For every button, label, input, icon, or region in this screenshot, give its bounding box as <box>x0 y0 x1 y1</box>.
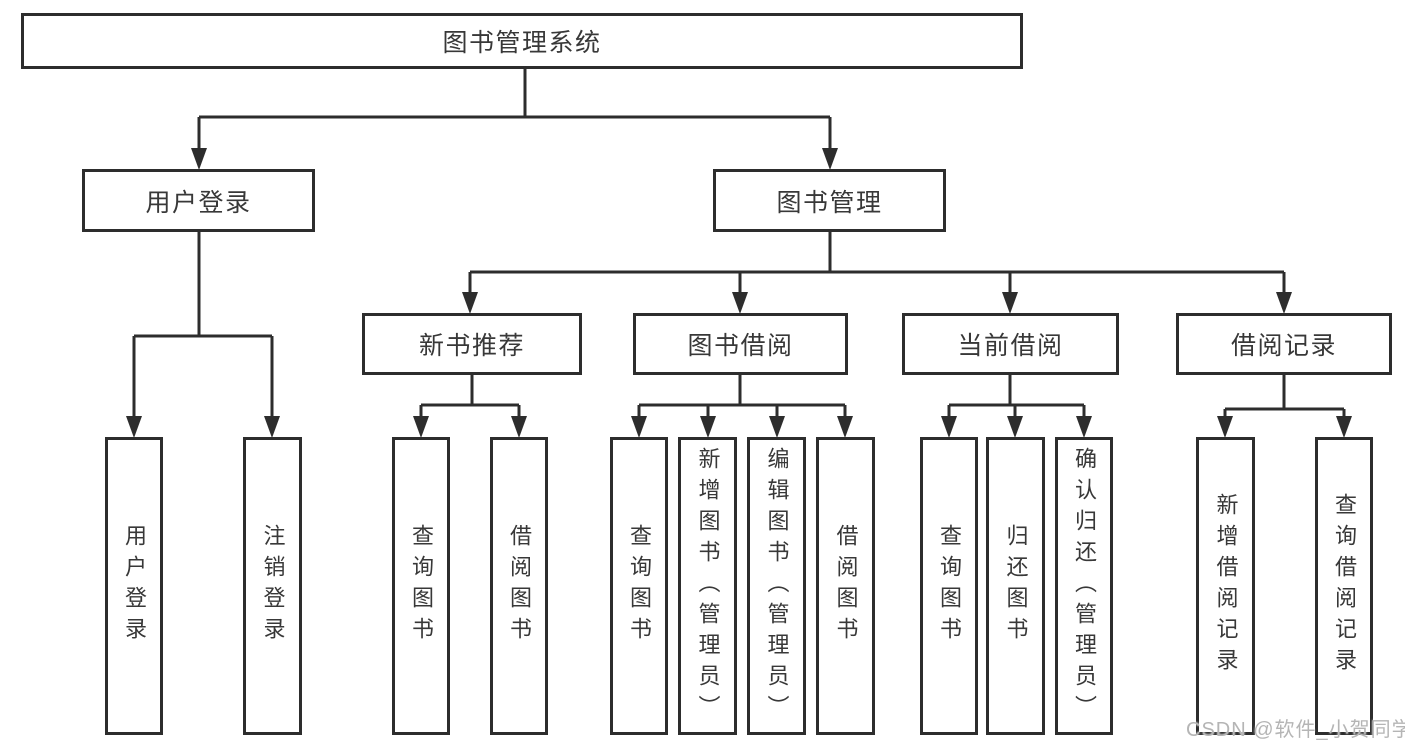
node-label: 查询图书 <box>627 524 652 648</box>
arrowhead <box>126 416 142 438</box>
arrowhead <box>511 416 527 438</box>
leaf-borrowing-borrow-books: 借阅图书 <box>816 437 875 735</box>
node-book-borrowing: 图书借阅 <box>633 313 848 375</box>
node-label: 归还图书 <box>1003 524 1029 648</box>
arrowhead <box>191 148 207 170</box>
arrowhead <box>732 292 748 314</box>
leaf-current-query-books: 查询图书 <box>920 437 978 735</box>
node-label: 用户登录 <box>145 188 252 217</box>
node-library-system: 图书管理系统 <box>21 13 1023 69</box>
arrowhead <box>700 416 716 438</box>
node-label: 确认归还（管理员） <box>1072 446 1097 726</box>
node-label: 查询借阅记录 <box>1332 493 1357 679</box>
leaf-borrowing-query-books: 查询图书 <box>610 437 668 735</box>
node-label: 查询图书 <box>409 524 434 648</box>
arrowhead <box>837 416 853 438</box>
arrowhead <box>1217 416 1233 438</box>
leaf-current-confirm-return-admin: 确认归还（管理员） <box>1055 437 1113 735</box>
leaf-current-return-books: 归还图书 <box>986 437 1045 735</box>
node-label: 查询图书 <box>937 524 962 648</box>
leaf-records-query-record: 查询借阅记录 <box>1315 437 1373 735</box>
arrowhead <box>631 416 647 438</box>
arrowhead <box>264 416 280 438</box>
leaf-recommend-borrow-books: 借阅图书 <box>490 437 548 735</box>
arrowhead <box>769 416 785 438</box>
csdn-watermark: CSDN @软件_小贺同学 <box>1186 719 1405 741</box>
arrowhead <box>413 416 429 438</box>
node-label: 图书借阅 <box>687 332 794 360</box>
node-book-management: 图书管理 <box>713 169 946 232</box>
arrowhead <box>941 416 957 438</box>
leaf-borrowing-edit-books-admin: 编辑图书（管理员） <box>747 437 806 735</box>
leaf-borrowing-add-books-admin: 新增图书（管理员） <box>678 437 737 735</box>
node-label: 新增图书（管理员） <box>695 446 721 726</box>
node-label: 编辑图书（管理员） <box>764 446 790 726</box>
node-label: 当前借阅 <box>957 332 1064 360</box>
arrowhead <box>1007 416 1023 438</box>
arrowhead <box>1076 416 1092 438</box>
arrowhead <box>822 148 838 170</box>
node-label: 借阅记录 <box>1230 332 1337 360</box>
arrowhead <box>1276 292 1292 314</box>
arrowhead <box>1002 292 1018 314</box>
leaf-logout: 注销登录 <box>243 437 302 735</box>
node-label: 用户登录 <box>122 524 147 648</box>
node-borrowing-records: 借阅记录 <box>1176 313 1392 375</box>
arrowheads <box>126 148 1352 438</box>
leaf-records-add-record: 新增借阅记录 <box>1196 437 1255 735</box>
node-current-borrowing: 当前借阅 <box>902 313 1119 375</box>
leaf-user-login: 用户登录 <box>105 437 163 735</box>
arrowhead <box>1336 416 1352 438</box>
node-new-book-recommend: 新书推荐 <box>362 313 582 375</box>
node-label: 新增借阅记录 <box>1213 493 1239 679</box>
node-label: 图书管理系统 <box>442 29 602 57</box>
node-label: 注销登录 <box>260 524 286 648</box>
connector-group-root <box>132 69 1346 418</box>
node-label: 借阅图书 <box>833 524 859 648</box>
node-label: 借阅图书 <box>507 524 532 648</box>
node-label: 图书管理 <box>776 188 883 217</box>
node-label: 新书推荐 <box>418 332 525 360</box>
leaf-recommend-query-books: 查询图书 <box>392 437 450 735</box>
arrowhead <box>462 292 478 314</box>
node-user-login: 用户登录 <box>82 169 315 232</box>
